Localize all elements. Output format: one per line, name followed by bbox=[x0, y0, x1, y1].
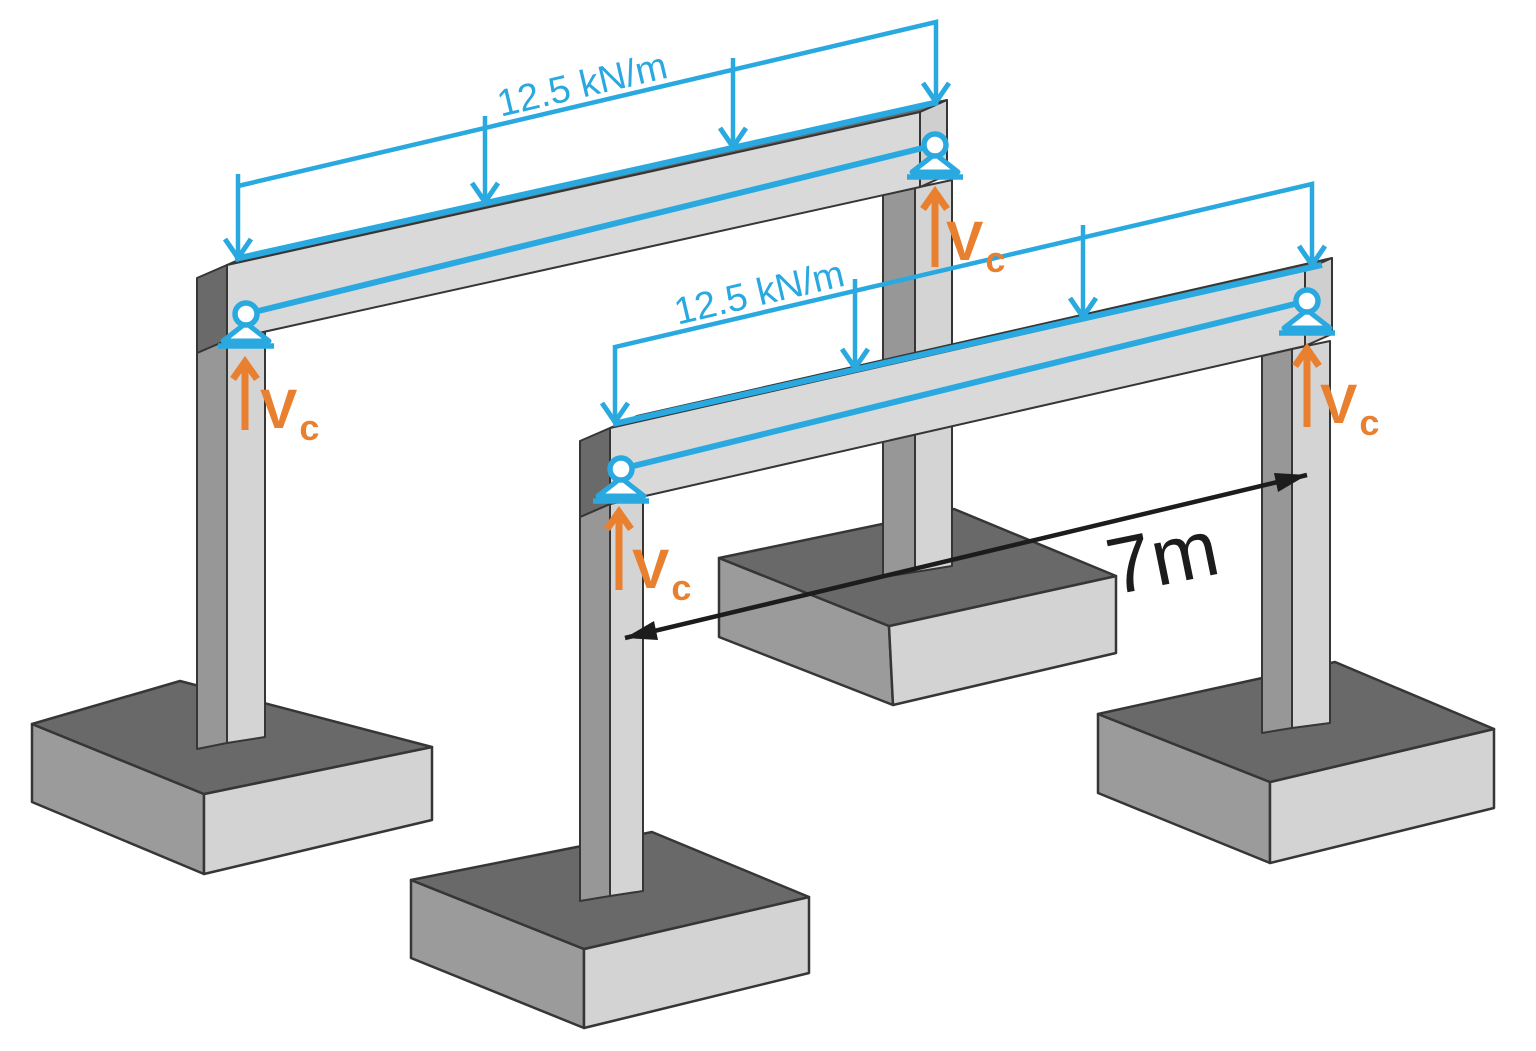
pin-support-back-left bbox=[218, 300, 274, 349]
pin-circle-icon bbox=[232, 300, 260, 328]
load-arrowhead-icon bbox=[1296, 244, 1328, 270]
reaction-arrowhead-icon bbox=[230, 355, 260, 382]
pin-support-icon bbox=[1281, 307, 1333, 331]
load-value-label: 12.5 kN/m bbox=[670, 253, 848, 333]
reaction-label: Vc bbox=[1320, 372, 1379, 443]
reaction-back-right: Vc bbox=[920, 185, 1005, 280]
beam-top-load-line bbox=[612, 262, 1323, 427]
reaction-back-left: Vc bbox=[230, 355, 319, 448]
pin-circle-icon bbox=[921, 131, 949, 159]
pin-circle-icon bbox=[1293, 287, 1321, 315]
arrowhead-right-icon bbox=[1274, 473, 1307, 492]
pin-support-front-left bbox=[593, 455, 649, 504]
column-side-face bbox=[196, 339, 228, 750]
load-arrowhead-icon bbox=[920, 81, 952, 107]
pin-support-front-right bbox=[1279, 287, 1335, 336]
load-value-label: 12.5 kN/m bbox=[493, 45, 671, 125]
beam-axis-line bbox=[245, 142, 936, 317]
back-left-column bbox=[196, 331, 266, 750]
pin-support-icon bbox=[220, 320, 272, 344]
front-right-column bbox=[1261, 340, 1331, 734]
load-arrowhead-icon bbox=[839, 347, 871, 373]
column-side-face bbox=[579, 503, 611, 902]
beam-axis-line bbox=[620, 298, 1308, 472]
beam-front-face bbox=[226, 111, 921, 341]
reaction-symbol: V bbox=[260, 377, 297, 440]
pin-support-icon bbox=[595, 475, 647, 499]
reaction-label: Vc bbox=[632, 537, 691, 608]
reaction-subscript: c bbox=[985, 239, 1005, 280]
load-arrowhead-icon bbox=[1067, 296, 1099, 322]
reaction-front-left: Vc bbox=[604, 505, 691, 608]
pin-circle-icon bbox=[607, 455, 635, 483]
load-arrowhead-icon bbox=[599, 401, 631, 427]
reaction-symbol: V bbox=[632, 537, 669, 600]
span-dimension: 7m bbox=[624, 472, 1308, 641]
pin-support-icon bbox=[909, 151, 961, 175]
reaction-arrowhead-icon bbox=[920, 185, 950, 212]
reaction-symbol: V bbox=[1320, 372, 1357, 435]
reaction-front-right: Vc bbox=[1292, 342, 1379, 443]
front-left-column bbox=[579, 496, 644, 902]
back-beam bbox=[196, 99, 948, 354]
reaction-label: Vc bbox=[260, 377, 319, 448]
reaction-arrowhead-icon bbox=[1292, 342, 1322, 369]
reaction-arrowhead-icon bbox=[604, 505, 634, 532]
load-arrowhead-icon bbox=[469, 181, 501, 207]
column-front-face bbox=[1291, 340, 1331, 729]
load-reference-line bbox=[612, 181, 1315, 418]
reaction-subscript: c bbox=[671, 567, 691, 608]
span-dimension-line bbox=[624, 472, 1308, 641]
reaction-label: Vc bbox=[946, 209, 1005, 280]
load-reference-line bbox=[237, 19, 939, 189]
reaction-subscript: c bbox=[1359, 402, 1379, 443]
arrowhead-left-icon bbox=[625, 621, 658, 640]
reaction-symbol: V bbox=[946, 209, 983, 272]
beam-top-load-line bbox=[234, 99, 939, 262]
column-side-face bbox=[1261, 348, 1293, 734]
pin-support-back-right bbox=[907, 131, 963, 180]
span-dimension-label: 7m bbox=[1099, 502, 1226, 611]
load-arrowhead-icon bbox=[222, 237, 254, 263]
reaction-subscript: c bbox=[299, 407, 319, 448]
load-arrowhead-icon bbox=[717, 126, 749, 152]
